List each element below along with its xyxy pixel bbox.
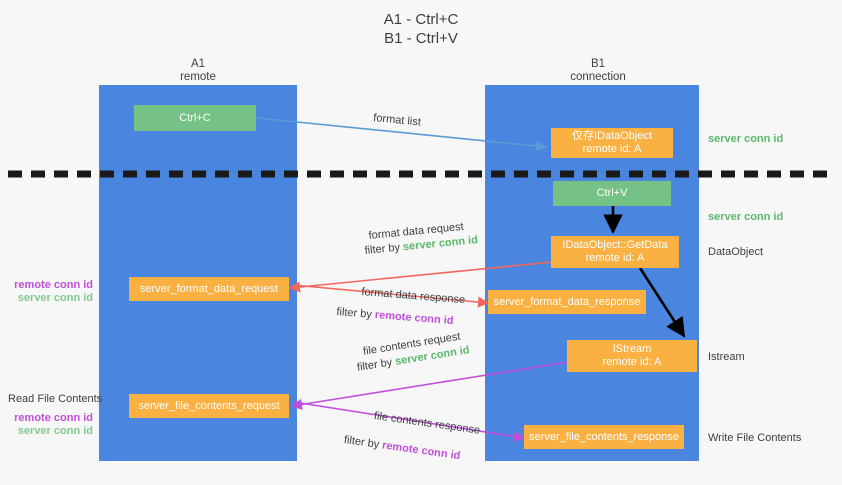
box-server-format-data-response-label: server_format_data_response (493, 295, 641, 308)
box-ctrl-v-label: Ctrl+V (596, 187, 628, 199)
box-server-file-contents-request[interactable]: server_file_contents_request (129, 394, 289, 418)
arrow-format-data-request (288, 261, 553, 293)
box-idataobject-top[interactable]: 仅存IDataObject remote id: A (551, 128, 673, 158)
lane-header-b1: B1 connection (528, 58, 668, 84)
lane-a1-sub: remote (180, 71, 216, 83)
box-idataobject-top-line1: 仅存IDataObject (571, 130, 653, 142)
lane-header-a1: A1 remote (128, 58, 268, 84)
label-remote-conn-id-2: remote conn id (14, 412, 93, 424)
left-conn-id-pair-1: remote conn id server conn id (0, 279, 93, 305)
lane-a1-name: A1 (190, 58, 206, 70)
box-server-file-contents-response[interactable]: server_file_contents_response (524, 425, 684, 449)
box-getdata-line1: IDataObject::GetData (562, 239, 668, 251)
page-title: A1 - Ctrl+C B1 - Ctrl+V (0, 10, 842, 48)
box-istream[interactable]: IStream remote id: A (567, 340, 697, 372)
label-remote-conn-id-1: remote conn id (14, 279, 93, 291)
box-server-format-data-request-label: server_format_data_request (139, 282, 279, 295)
box-server-format-data-response[interactable]: server_format_data_response (488, 290, 646, 314)
filter-prefix-2: filter by (335, 305, 376, 321)
arrow-format-data-response (292, 284, 490, 308)
label-read-file-contents: Read File Contents (8, 393, 103, 405)
box-ctrl-v[interactable]: Ctrl+V (553, 181, 671, 206)
arrow-getdata-to-istream (638, 267, 686, 338)
lane-b1-name: B1 (590, 58, 606, 70)
filter-prefix: filter by (364, 241, 404, 257)
label-dataobject: DataObject (708, 246, 764, 258)
box-server-format-data-request[interactable]: server_format_data_request (129, 277, 289, 301)
label-server-conn-id-1: server conn id (17, 292, 93, 304)
box-server-file-contents-request-label: server_file_contents_request (138, 399, 280, 412)
title-line-1: A1 - Ctrl+C (383, 11, 459, 28)
box-idataobject-getdata[interactable]: IDataObject::GetData remote id: A (551, 236, 679, 268)
arrow-file-contents-request (290, 361, 569, 410)
left-conn-id-pair-2: remote conn id server conn id (0, 412, 93, 438)
arrow-file-contents-response (293, 401, 526, 442)
label-istream: Istream (708, 351, 745, 363)
label-server-conn-id-top: server conn id (708, 133, 784, 145)
label-server-conn-id-mid: server conn id (708, 211, 784, 223)
box-ctrl-c-label: Ctrl+C (179, 111, 211, 124)
label-server-conn-id-2: server conn id (17, 425, 93, 437)
box-istream-line2: remote id: A (602, 356, 662, 368)
title-line-2: B1 - Ctrl+V (384, 30, 458, 47)
arrow-format-list (256, 117, 548, 152)
box-getdata-line2: remote id: A (585, 252, 645, 264)
box-ctrl-c[interactable]: Ctrl+C (134, 105, 256, 131)
box-istream-line1: IStream (612, 343, 652, 355)
lane-b1-sub: connection (570, 71, 626, 83)
box-server-file-contents-response-label: server_file_contents_response (529, 430, 679, 443)
label-write-file-contents: Write File Contents (708, 432, 802, 444)
box-idataobject-top-line2: remote id: A (582, 143, 642, 155)
